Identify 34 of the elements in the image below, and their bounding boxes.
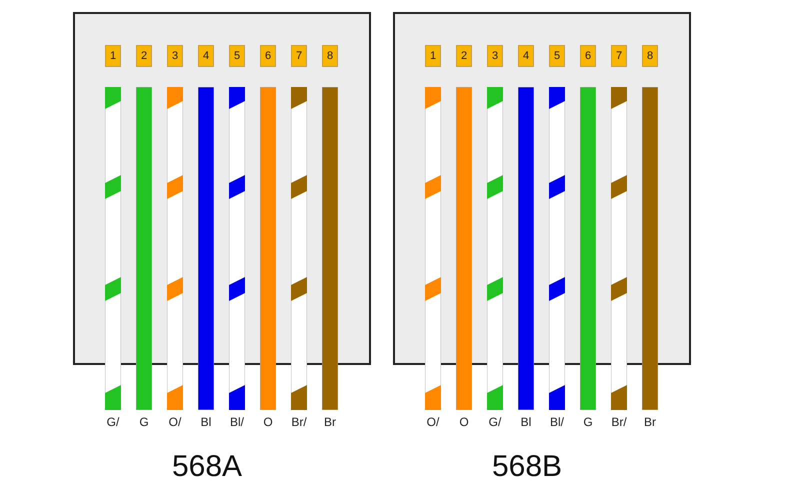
pin-number: 7 bbox=[611, 45, 627, 67]
pin-number: 8 bbox=[322, 45, 338, 67]
wire-label: G/ bbox=[488, 415, 502, 429]
panel-title: 568B bbox=[492, 450, 562, 484]
wire-label: G bbox=[138, 415, 150, 429]
pin-number: 3 bbox=[487, 45, 503, 67]
wire-label: O bbox=[458, 415, 470, 429]
wire-label: Bl bbox=[200, 415, 212, 429]
pin-number: 6 bbox=[580, 45, 596, 67]
wire-label: O/ bbox=[426, 415, 440, 429]
pin-number: 1 bbox=[105, 45, 121, 67]
wire-label: Bl/ bbox=[228, 415, 245, 429]
wire-label: O/ bbox=[168, 415, 182, 429]
pin-number: 5 bbox=[549, 45, 565, 67]
pin-number: 1 bbox=[425, 45, 441, 67]
wire-label: G bbox=[582, 415, 594, 429]
wire-label: G/ bbox=[106, 415, 120, 429]
wire-label: Bl bbox=[520, 415, 532, 429]
pin-number: 2 bbox=[456, 45, 472, 67]
pin-number: 6 bbox=[260, 45, 276, 67]
pin-number: 2 bbox=[136, 45, 152, 67]
wire-label: Bl/ bbox=[548, 415, 565, 429]
wire-label: Br bbox=[643, 415, 657, 429]
wire-label: Br/ bbox=[610, 415, 628, 429]
wire-label: Br/ bbox=[290, 415, 308, 429]
pin-number: 5 bbox=[229, 45, 245, 67]
pin-number: 4 bbox=[198, 45, 214, 67]
wire-label: O bbox=[262, 415, 274, 429]
pin-number: 4 bbox=[518, 45, 534, 67]
wire-label: Br bbox=[323, 415, 337, 429]
pin-number: 8 bbox=[642, 45, 658, 67]
pin-number: 7 bbox=[291, 45, 307, 67]
pin-number: 3 bbox=[167, 45, 183, 67]
panel-title: 568A bbox=[172, 450, 242, 484]
